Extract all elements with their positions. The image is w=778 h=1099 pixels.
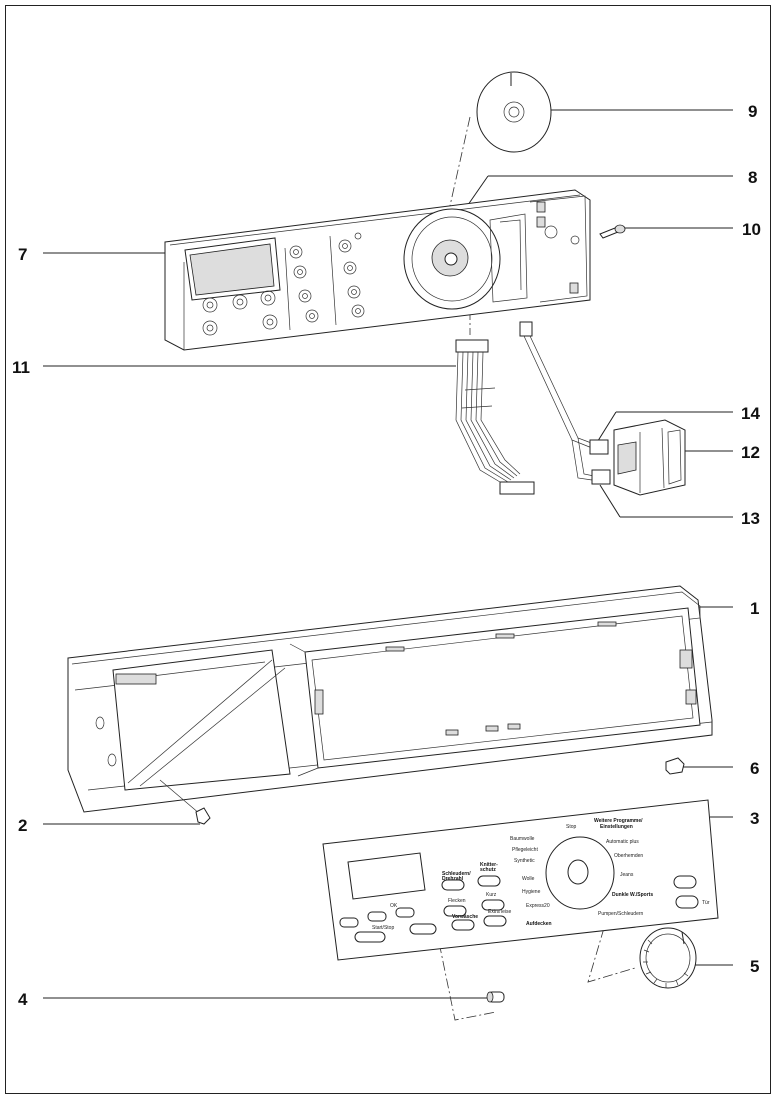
label-kurz: Kurz <box>486 892 497 898</box>
callout-5: 5 <box>695 957 759 976</box>
label-einstellungen: Einstellungen <box>600 824 633 830</box>
label-express: Express20 <box>526 903 550 909</box>
label-hygiene: Hygiene <box>522 889 541 895</box>
label-oberhemden: Oberhemden <box>614 853 643 859</box>
screw-part-small <box>599 224 626 239</box>
label-vorwasche: Vorwäsche <box>452 914 478 920</box>
label-jeans: Jeans <box>620 872 634 878</box>
fascia-panel-part: Baumwolle Pflegeleicht Synthetic Wolle H… <box>322 799 719 961</box>
callout-11: 11 <box>12 358 456 377</box>
callout-number: 3 <box>750 809 759 828</box>
ribbon-cable-part <box>455 339 535 495</box>
callout-number: 6 <box>750 759 759 778</box>
callout-7: 7 <box>18 245 168 264</box>
screw-part <box>159 779 211 825</box>
label-start-stop: Start/Stop <box>372 925 394 931</box>
label-stop: Stop <box>566 824 577 830</box>
control-panel-frame-part <box>67 585 713 813</box>
callout-number: 14 <box>741 404 760 423</box>
electronic-board-part <box>164 189 591 351</box>
callout-14: 14 <box>595 404 760 445</box>
callout-12: 12 <box>680 443 760 462</box>
label-schleudern: Schleudern/ <box>442 871 471 877</box>
callout-number: 8 <box>748 168 757 187</box>
callout-1: 1 <box>696 599 759 618</box>
callout-number: 9 <box>748 102 757 121</box>
label-weitere-programme: Weitere Programme/ <box>594 818 643 824</box>
label-flecken: Flecken <box>448 898 466 904</box>
callout-number: 5 <box>750 957 759 976</box>
switch-cable-part <box>519 321 611 485</box>
label-wolle: Wolle <box>522 876 535 882</box>
label-aufdecken: Aufdecken <box>526 921 552 927</box>
callout-13: 13 <box>599 484 760 528</box>
label-knitter: Knitter- <box>480 862 498 868</box>
label-automatic-plus: Automatic plus <box>606 839 639 845</box>
callout-6: 6 <box>683 759 759 778</box>
callout-number: 12 <box>741 443 760 462</box>
callout-number: 11 <box>12 358 30 377</box>
label-schutz: schutz <box>480 867 496 873</box>
axis-line-knob <box>587 927 636 983</box>
callout-number: 4 <box>18 990 28 1009</box>
label-extra-leise: Extra leise <box>488 909 512 915</box>
callout-4: 4 <box>18 990 488 1009</box>
label-tur: Tür <box>702 900 710 906</box>
label-baumwolle: Baumwolle <box>510 836 535 842</box>
door-switch-part <box>613 419 686 496</box>
label-pumpen-schleudern: Pumpen/Schleudern <box>598 911 644 917</box>
diagram-frame <box>5 5 771 1094</box>
callout-number: 2 <box>18 816 27 835</box>
label-ok: OK <box>390 903 398 909</box>
label-synthetic: Synthetic <box>514 858 535 864</box>
callout-number: 1 <box>750 599 759 618</box>
label-drehzahl: Drehzahl <box>442 876 464 882</box>
callout-3: 3 <box>710 809 759 828</box>
label-dunkle-sports: Dunkle W./Sports <box>612 892 653 898</box>
callout-number: 10 <box>742 220 761 239</box>
knob-cap-part <box>476 71 552 153</box>
callout-10: 10 <box>624 220 761 239</box>
rotary-knob-part <box>639 927 697 989</box>
callout-9: 9 <box>548 102 757 121</box>
callout-2: 2 <box>18 816 200 835</box>
clip-part <box>665 757 685 775</box>
callout-number: 7 <box>18 245 27 264</box>
label-pflegeleicht: Pflegeleicht <box>512 847 538 853</box>
push-button-part <box>486 991 505 1003</box>
callout-number: 13 <box>741 509 760 528</box>
